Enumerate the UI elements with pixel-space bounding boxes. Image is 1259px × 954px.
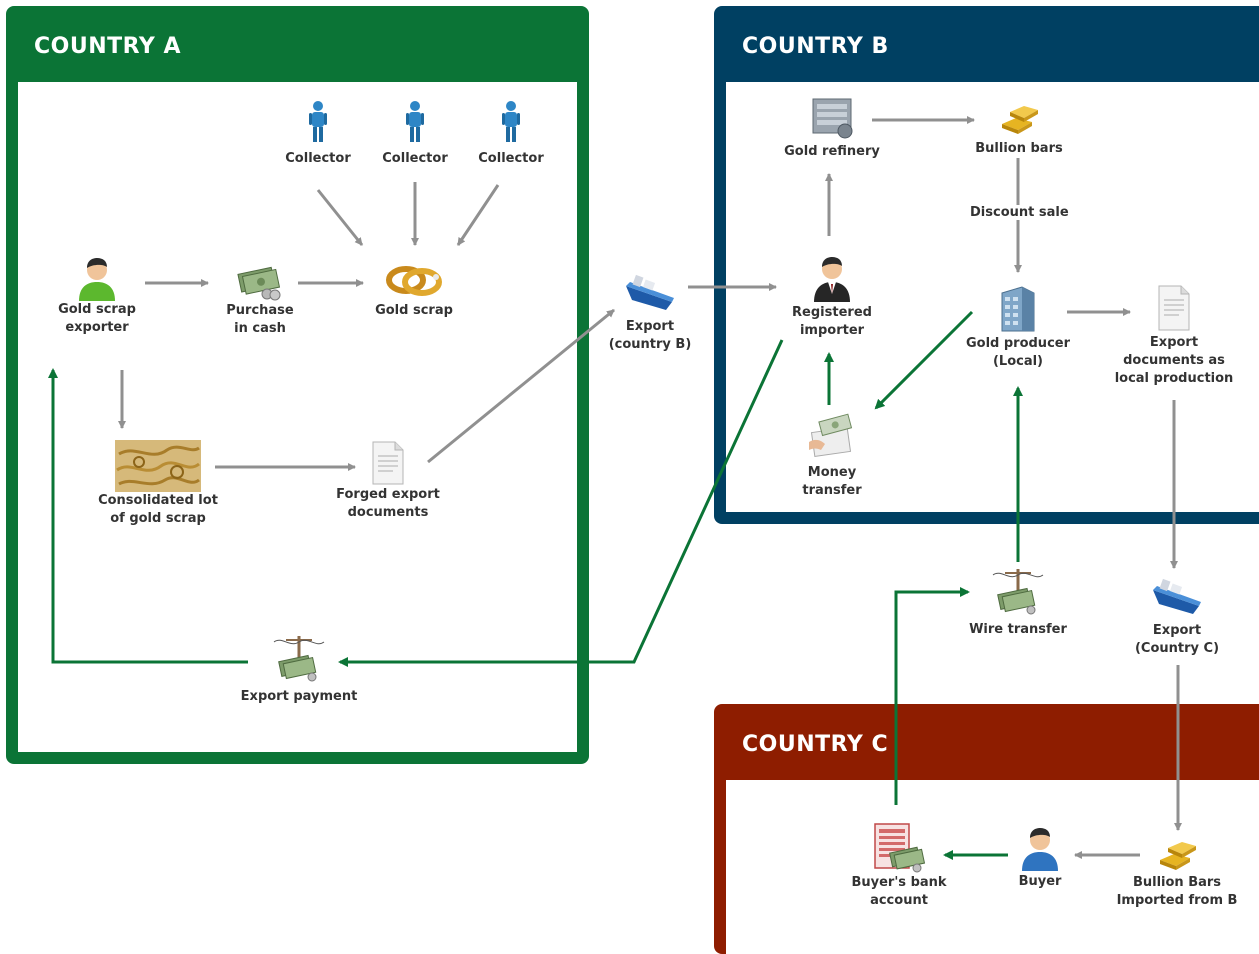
gold-bars-icon: [1002, 106, 1038, 134]
registered-importer-label-2: importer: [799, 323, 865, 338]
bullion-bars-imported-node: Bullion Bars Imported from B: [1092, 836, 1259, 910]
export-documents-local-label-2: documents as: [1123, 353, 1225, 368]
buyers-bank-account-node: Buyer's bank account: [814, 822, 984, 910]
export-country-b-label-1: Export: [625, 319, 675, 334]
wire-transfer-node: Wire transfer: [933, 565, 1103, 639]
user-icon: [79, 258, 115, 301]
consolidated-lot-label-1: Consolidated lot: [98, 493, 218, 508]
export-documents-local-label-3: local production: [1114, 371, 1234, 386]
export-documents-local-node: Export documents as local production: [1089, 284, 1259, 388]
money-transfer-node: Money transfer: [747, 412, 917, 500]
ship-icon: [1153, 578, 1201, 614]
person-icon: [502, 101, 520, 142]
purchase-in-cash-label-1: Purchase: [226, 303, 294, 318]
registered-importer-node: Registered importer: [747, 254, 917, 340]
money-transfer-label-1: Money: [807, 465, 857, 480]
wire-transfer-label: Wire transfer: [969, 622, 1067, 637]
consolidated-lot-node: Consolidated lot of gold scrap: [73, 440, 243, 528]
export-documents-local-label-1: Export: [1149, 335, 1199, 350]
person-icon: [406, 101, 424, 142]
gold-rings-icon: [386, 266, 442, 296]
registered-importer-label-1: Registered: [792, 305, 872, 320]
document-icon: [1158, 285, 1190, 331]
country-a-title: COUNTRY A: [34, 34, 181, 59]
bank-statement-icon: [874, 823, 926, 873]
purchase-in-cash-label-2: in cash: [234, 321, 286, 336]
cash-icon: [237, 266, 281, 301]
export-country-c-label-2: (Country C): [1134, 641, 1220, 656]
money-transfer-label-2: transfer: [802, 483, 862, 498]
forged-export-documents-label-2: documents: [347, 505, 429, 520]
gold-refinery-label: Gold refinery: [784, 144, 880, 159]
document-icon: [372, 441, 404, 485]
export-payment-node: Export payment: [214, 632, 384, 706]
gold-refinery-node: Gold refinery: [747, 95, 917, 161]
collector-node-3: Collector: [426, 100, 596, 168]
collector-label: Collector: [285, 151, 351, 166]
wire-money-icon: [273, 636, 325, 682]
bullion-bars-imported-label-1: Bullion Bars: [1132, 875, 1222, 890]
consolidated-lot-label-2: of gold scrap: [110, 511, 206, 526]
refinery-icon: [812, 98, 853, 139]
bullion-bars-label: Bullion bars: [975, 141, 1063, 156]
wire-money-icon: [992, 569, 1044, 615]
person-icon: [309, 101, 327, 142]
gold-scrap-label: Gold scrap: [375, 303, 453, 318]
forged-export-documents-node: Forged export documents: [303, 440, 473, 522]
gold-producer-label-2: (Local): [992, 354, 1044, 369]
gold-scrap-exporter-label-1: Gold scrap: [58, 302, 136, 317]
country-b-title: COUNTRY B: [742, 34, 889, 59]
gold-scrap-exporter-node: Gold scrap exporter: [12, 255, 182, 337]
collector-label: Collector: [478, 151, 544, 166]
buyers-bank-account-label-1: Buyer's bank: [851, 875, 947, 890]
collector-label: Collector: [382, 151, 448, 166]
gold-producer-label-1: Gold producer: [965, 336, 1071, 351]
gold-scrap-exporter-label-2: exporter: [65, 320, 129, 335]
businessman-icon: [814, 257, 850, 302]
forged-export-documents-label-1: Forged export: [336, 487, 440, 502]
bullion-bars-imported-label-2: Imported from B: [1116, 893, 1238, 908]
bullion-bars-node: Bullion bars: [934, 100, 1104, 158]
buyers-bank-account-label-2: account: [870, 893, 928, 908]
gold-producer-node: Gold producer (Local): [933, 285, 1103, 371]
export-country-b-label-2: (country B): [608, 337, 692, 352]
building-icon: [1001, 286, 1035, 332]
export-payment-label: Export payment: [240, 689, 358, 704]
money-hand-icon: [809, 413, 853, 457]
user-icon: [1022, 828, 1058, 871]
country-c-title: COUNTRY C: [742, 732, 889, 757]
gold-bars-icon: [1160, 842, 1196, 870]
gold-pile-icon: [115, 440, 201, 492]
collector-node-2: Collector: [330, 100, 500, 168]
gold-scrap-node: Gold scrap: [329, 262, 499, 320]
buyer-label: Buyer: [1018, 874, 1062, 889]
ship-icon: [626, 274, 674, 310]
discount-sale-label: Discount sale: [968, 205, 1071, 220]
buyer-node: Buyer: [955, 825, 1125, 891]
export-country-c-label-1: Export: [1152, 623, 1202, 638]
export-country-c-node: Export (Country C): [1092, 572, 1259, 658]
collector-node-1: Collector: [233, 100, 403, 168]
purchase-in-cash-node: Purchase in cash: [175, 262, 345, 338]
export-country-b-node: Export (country B): [565, 268, 735, 354]
